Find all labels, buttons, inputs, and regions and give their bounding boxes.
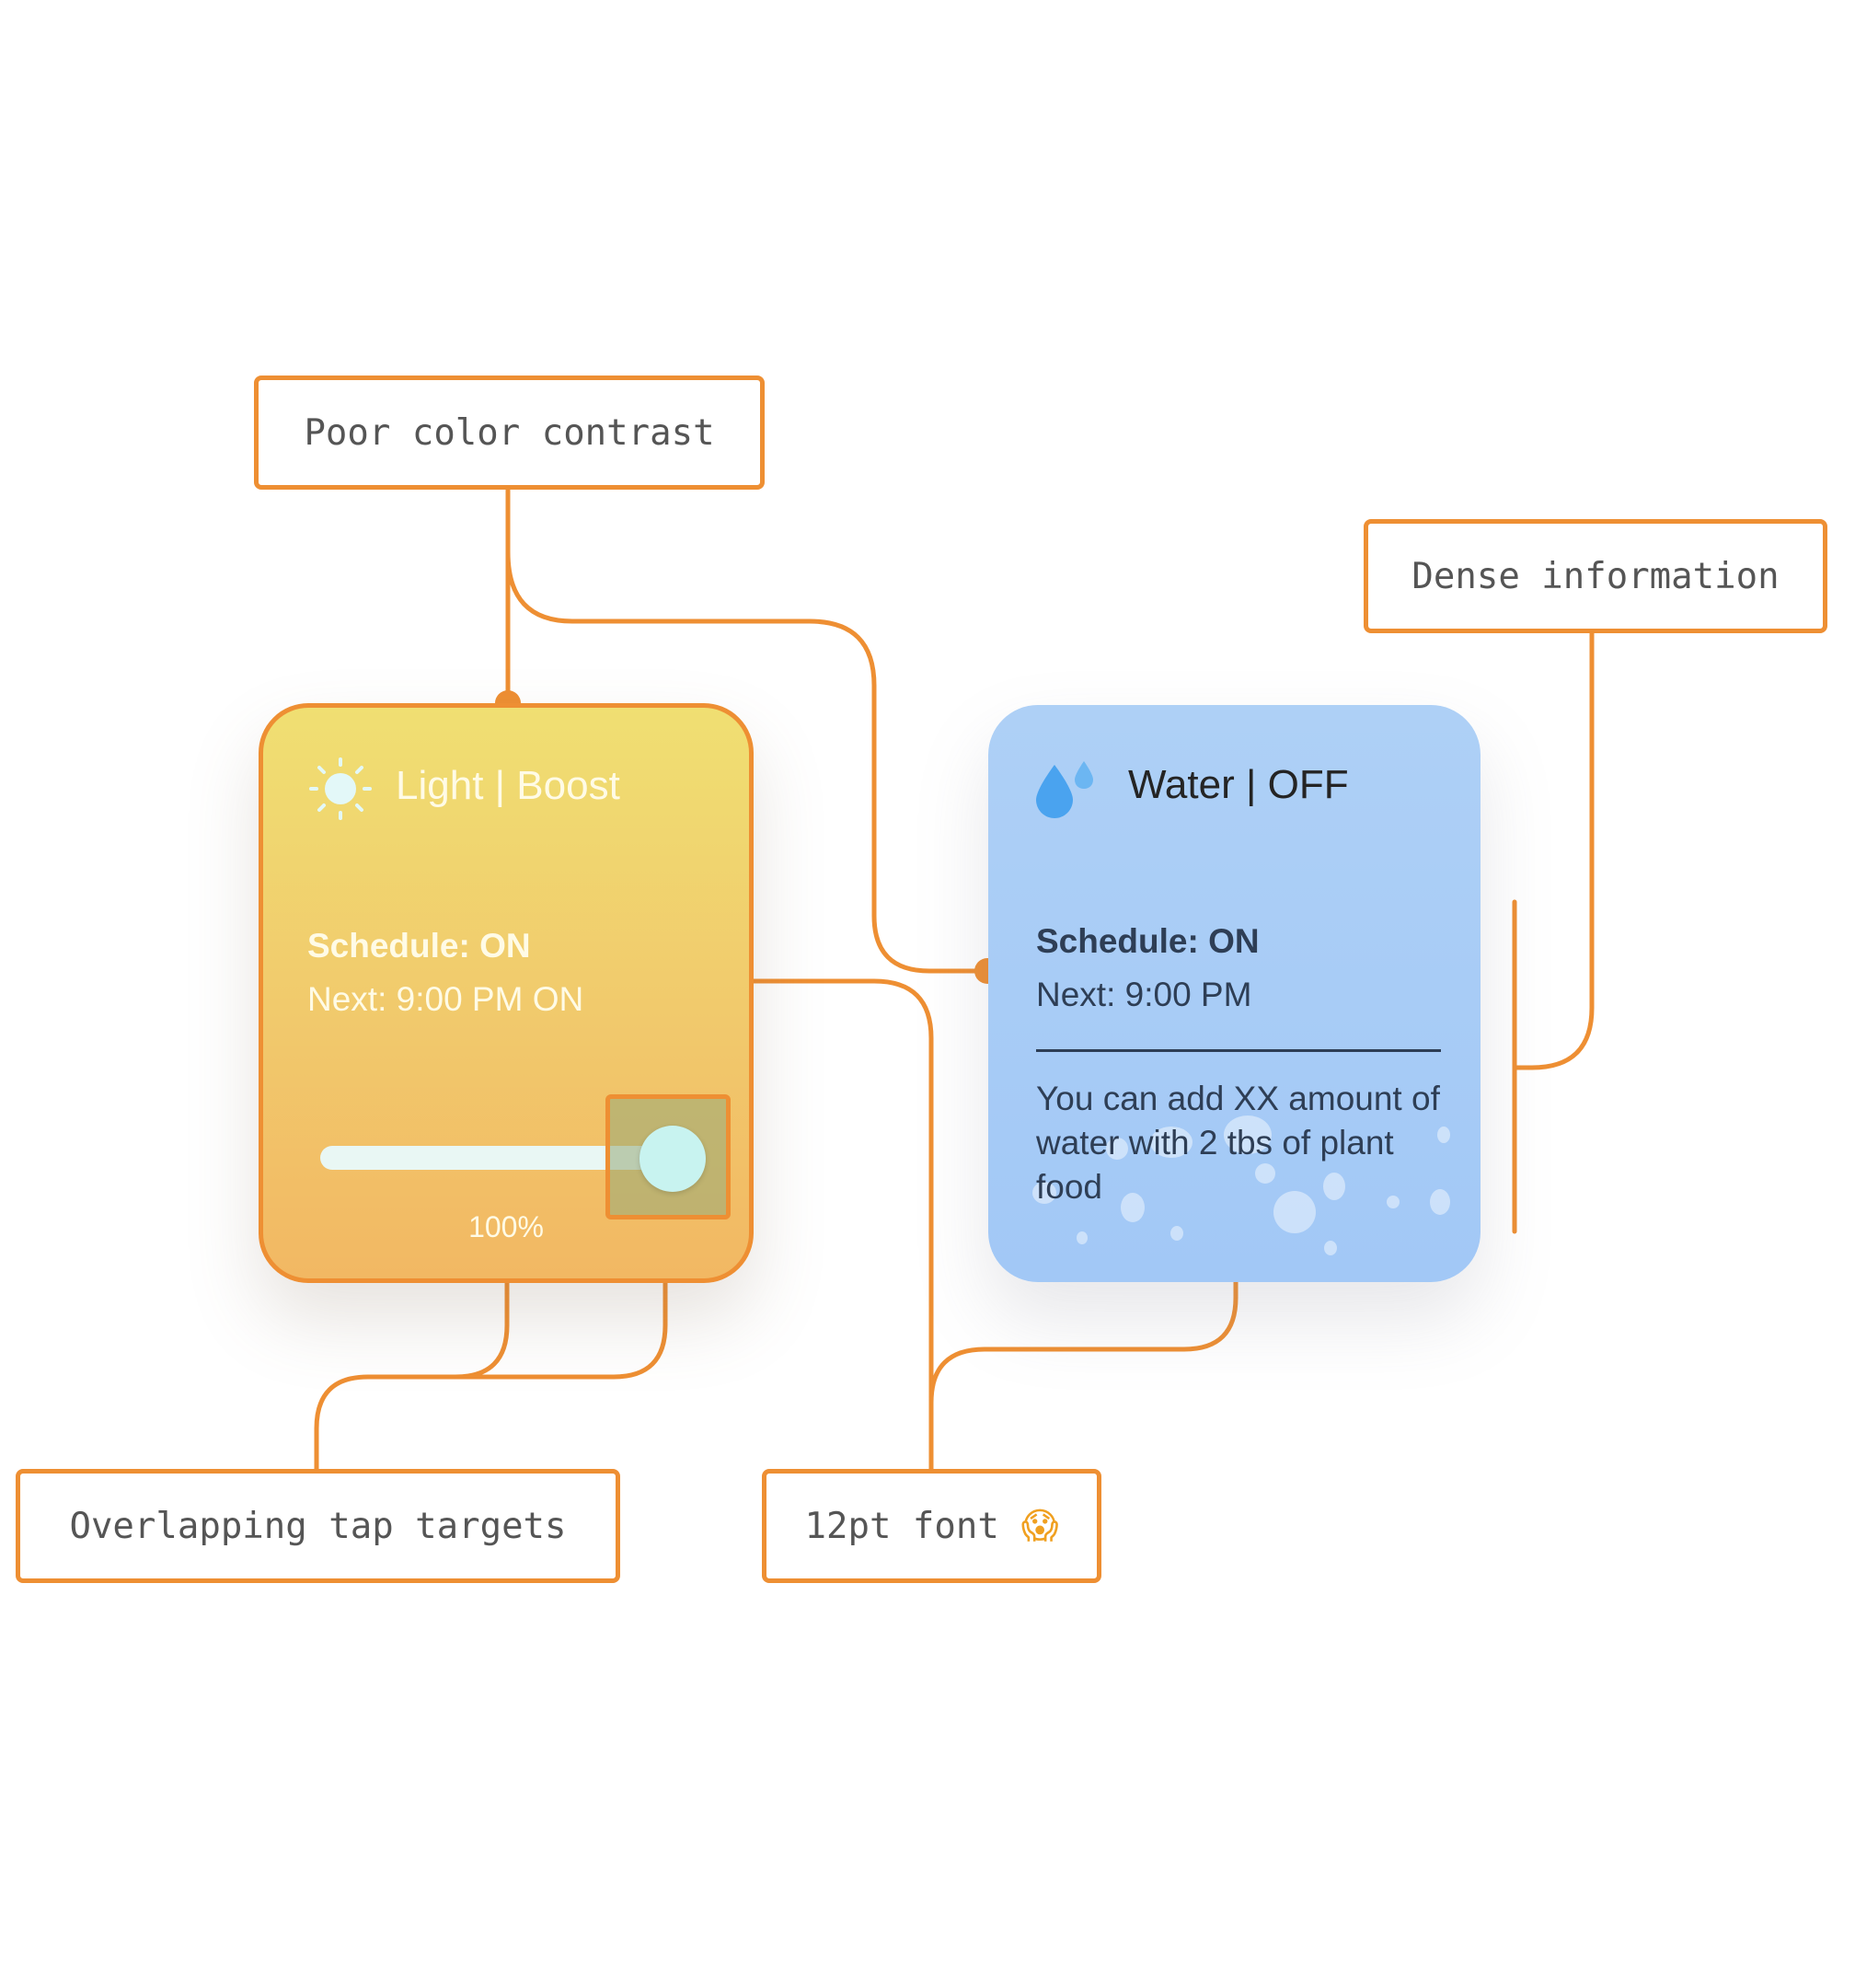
annotation-dense-information: Dense information	[1364, 519, 1827, 633]
water-bubble	[1430, 1189, 1450, 1215]
water-next-event: Next: 9:00 PM	[1036, 976, 1252, 1013]
dense-connector	[1512, 630, 1595, 1070]
water-description: You can add XX amount of water with 2 tb…	[1036, 1080, 1440, 1206]
annotation-overlapping-tap-targets: Overlapping tap targets	[16, 1469, 620, 1583]
light-slider-track[interactable]	[320, 1146, 661, 1170]
light-slider-value: 100%	[468, 1210, 544, 1243]
overlap-connector-card	[314, 1280, 510, 1472]
light-card[interactable]: Light | Boost Schedule: ON Next: 9:00 PM…	[259, 703, 754, 1283]
annotation-dense-text: Dense information	[1411, 555, 1780, 597]
water-bubble	[1077, 1231, 1088, 1244]
screaming-face-icon: 😱	[1020, 1505, 1059, 1547]
water-bubble	[1224, 1115, 1272, 1154]
water-bubble	[1437, 1127, 1450, 1143]
water-card[interactable]: Water | OFF Schedule: ON Next: 9:00 PM Y…	[988, 705, 1481, 1282]
light-card-title: Light | Boost	[396, 763, 620, 808]
annotation-poor-color-contrast: Poor color contrast	[254, 376, 765, 490]
water-bubble	[1324, 1241, 1337, 1255]
water-bubble	[1323, 1173, 1345, 1200]
light-schedule-status: Schedule: ON	[307, 927, 531, 965]
water-bubble	[1170, 1226, 1183, 1241]
sun-icon	[309, 757, 372, 820]
water-schedule-status: Schedule: ON	[1036, 922, 1260, 960]
water-bubble	[1032, 1182, 1056, 1204]
water-bubble	[1255, 1163, 1275, 1184]
water-bubble	[1150, 1127, 1192, 1158]
water-card-title: Water | OFF	[1128, 762, 1349, 807]
light-slider-thumb[interactable]	[639, 1126, 706, 1192]
light-next-event: Next: 9:00 PM ON	[307, 980, 584, 1018]
water-bubble	[1106, 1138, 1128, 1160]
water-divider	[1036, 1049, 1441, 1052]
water-bubble	[1273, 1191, 1316, 1233]
annotation-12pt-font: 12pt font 😱	[762, 1469, 1101, 1583]
annotation-contrast-text: Poor color contrast	[304, 411, 715, 454]
water-bubble	[1387, 1196, 1400, 1208]
water-bubble	[1121, 1193, 1145, 1222]
annotation-font-text: 12pt font	[804, 1505, 999, 1547]
water-drop-icon	[1036, 761, 1093, 818]
annotation-overlap-text: Overlapping tap targets	[69, 1505, 567, 1547]
